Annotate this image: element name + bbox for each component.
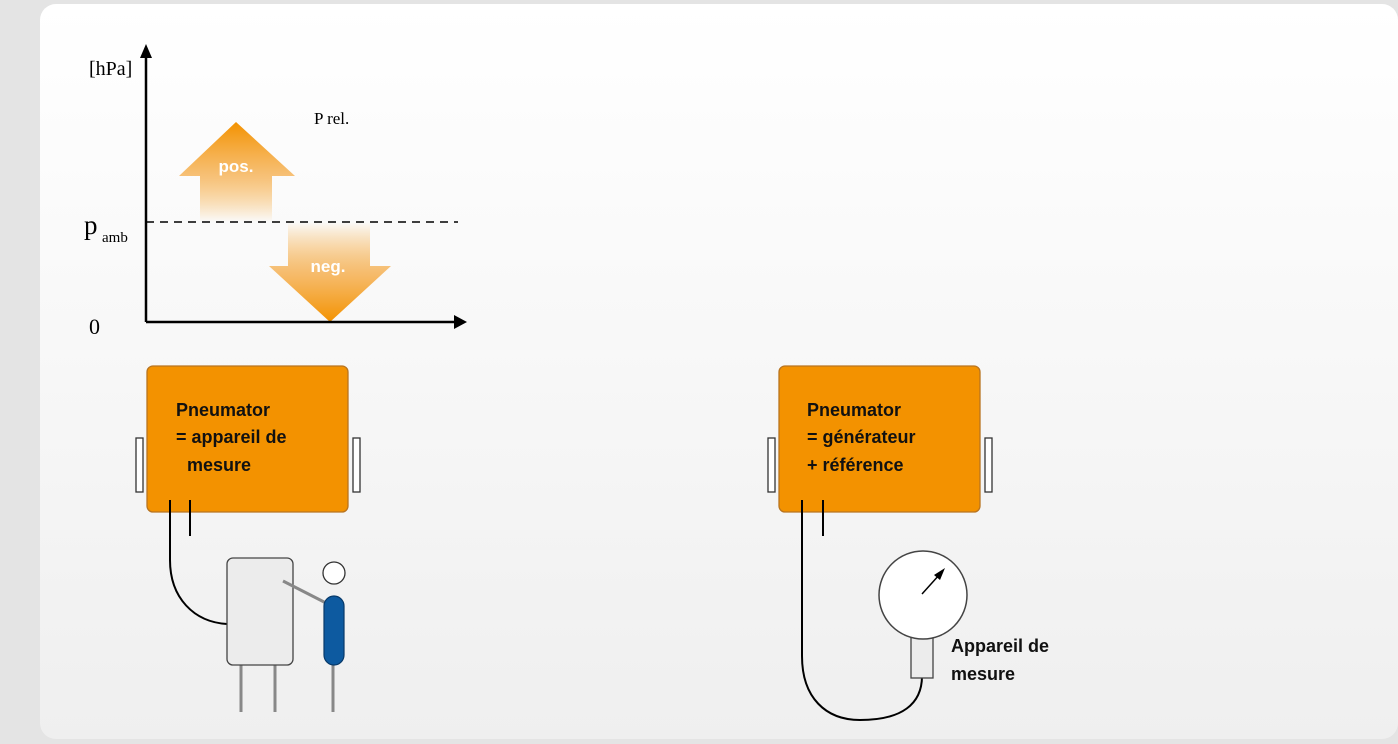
left-box-line3: mesure	[187, 455, 251, 475]
pneumator-box-left	[146, 365, 349, 513]
negative-pressure-arrow	[269, 222, 391, 322]
pressure-gauge-dial	[878, 550, 968, 640]
device-handle-right	[984, 437, 993, 493]
panel-background	[40, 4, 1398, 739]
x-axis-arrowhead	[454, 315, 467, 329]
pneumator-box-right	[778, 365, 981, 513]
gauge-stem	[910, 635, 934, 679]
operator-arm	[282, 579, 329, 606]
right-box-line2: = générateur	[807, 427, 916, 447]
ambient-pressure-symbol: p	[84, 210, 98, 240]
negative-label: neg.	[311, 257, 346, 276]
left-box-line2: = appareil de	[176, 427, 287, 447]
hose-right	[801, 536, 923, 722]
device-handle-left	[135, 437, 144, 493]
measuring-instrument	[226, 557, 294, 666]
device-handle-left	[767, 437, 776, 493]
gauge-label-line1: Appareil de	[951, 636, 1049, 656]
positive-label: pos.	[219, 157, 254, 176]
right-box-line3: + référence	[807, 455, 904, 475]
gauge-needle-tip	[934, 568, 945, 580]
operator-body	[323, 595, 345, 666]
positive-pressure-arrow	[179, 122, 295, 222]
y-axis-arrowhead	[140, 44, 152, 58]
left-setup: Pneumator = appareil de mesure	[135, 365, 361, 712]
pressure-graph: pos. neg. [hPa] P rel. p amb 0	[84, 44, 467, 339]
zero-label: 0	[89, 314, 100, 339]
device-handle-right	[352, 437, 361, 493]
right-setup: Pneumator = générateur + référence Appar…	[767, 365, 1049, 722]
ambient-pressure-subscript: amb	[102, 230, 128, 246]
operator-head	[322, 561, 346, 585]
relative-pressure-label: P rel.	[314, 109, 349, 128]
gauge-label-line2: mesure	[951, 664, 1015, 684]
hose-left	[169, 536, 228, 625]
y-axis-unit: [hPa]	[89, 58, 132, 80]
left-box-line1: Pneumator	[176, 400, 270, 420]
right-box-line1: Pneumator	[807, 400, 901, 420]
